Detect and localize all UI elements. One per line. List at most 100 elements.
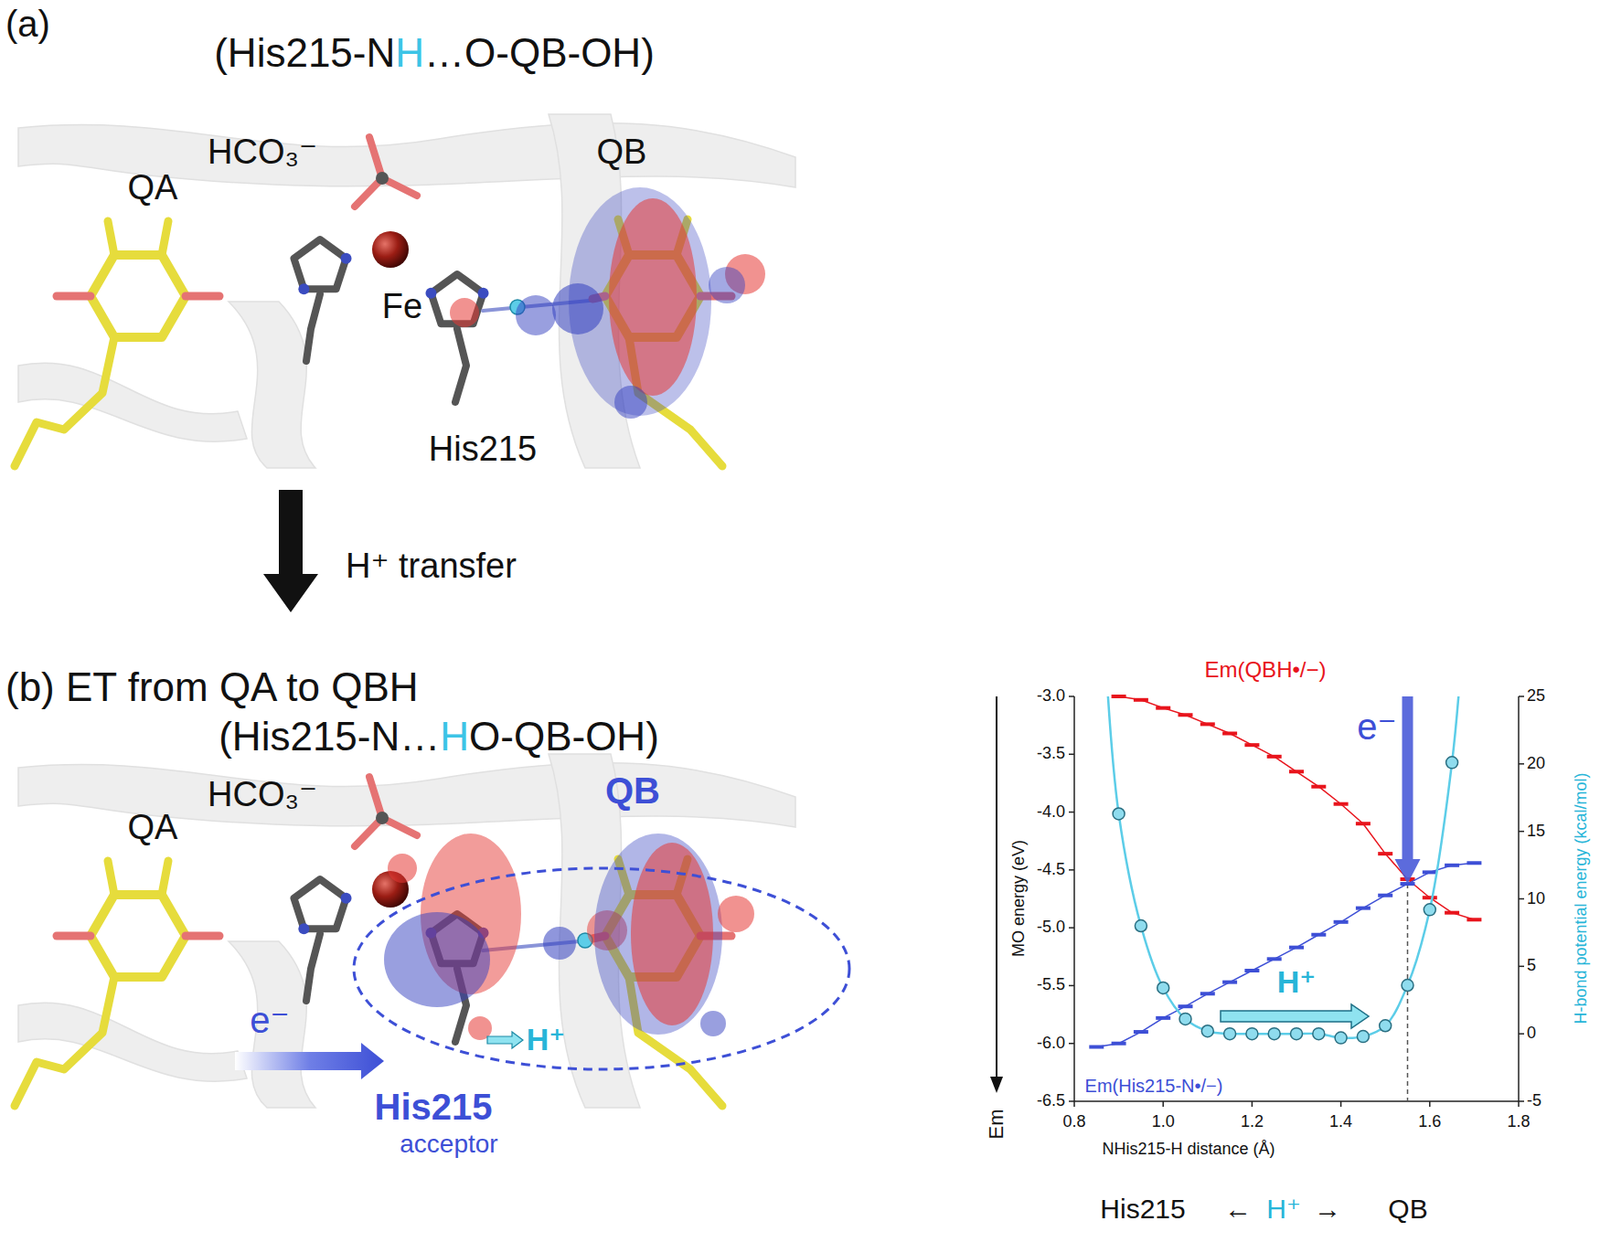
label-group: NHis215-H distance (Å) xyxy=(1101,1141,1275,1160)
label-group: 25 xyxy=(1526,687,1546,706)
data-point xyxy=(1334,1032,1347,1045)
methyl-bond xyxy=(107,861,115,896)
label-text: QA xyxy=(128,168,179,207)
orbital-level xyxy=(1333,920,1349,925)
data-point xyxy=(1446,757,1459,769)
label-group: -5.0 xyxy=(1036,918,1066,938)
orbital-level xyxy=(1222,732,1238,736)
data-point xyxy=(1312,1028,1325,1041)
orbital-level xyxy=(1267,755,1282,759)
tick-mark xyxy=(1073,1101,1076,1108)
tick-mark xyxy=(1068,869,1075,872)
label-group: -5.5 xyxy=(1036,977,1066,996)
data-point xyxy=(1401,980,1414,992)
histidine-ring xyxy=(293,239,346,289)
label-text: 1.6 xyxy=(1418,1112,1441,1131)
tick-mark xyxy=(1517,1101,1520,1108)
orbital-level xyxy=(1422,896,1438,900)
label-group: 10 xyxy=(1526,890,1546,909)
label-group: 15 xyxy=(1526,822,1546,842)
crossing-line xyxy=(1407,884,1409,1102)
iron-atom xyxy=(372,231,409,268)
orbital-level xyxy=(1289,769,1304,774)
orbital-level xyxy=(1311,933,1326,938)
protein-ribbon xyxy=(228,941,316,1109)
proton-transfer-arrow xyxy=(487,1032,523,1049)
label-group: (His215-N…HO-QB-OH) xyxy=(218,714,660,759)
potential-axis-arrow xyxy=(995,696,998,1079)
label-group: 1.4 xyxy=(1329,1113,1353,1132)
data-point xyxy=(1224,1028,1237,1041)
label-group: QA xyxy=(128,809,179,848)
tick-mark xyxy=(1251,1101,1254,1108)
x-axis xyxy=(1074,1100,1519,1103)
node-text: acceptor xyxy=(399,1130,498,1160)
isoprenoid-tail xyxy=(14,977,115,1107)
tick-mark xyxy=(1068,754,1075,757)
label-group: -3.5 xyxy=(1036,745,1066,764)
data-point xyxy=(1268,1028,1280,1041)
orbital-level xyxy=(1244,969,1259,973)
energy-chart xyxy=(990,656,1525,1108)
label-text: 1.0 xyxy=(1152,1112,1175,1131)
tick-mark xyxy=(1068,927,1075,929)
tick-mark xyxy=(1068,811,1075,814)
label-group: 0.8 xyxy=(1062,1113,1086,1132)
orbital-level xyxy=(1444,864,1460,868)
data-point xyxy=(1112,808,1125,821)
label-text: 25 xyxy=(1526,686,1546,705)
electron-arrow xyxy=(1395,696,1421,885)
data-point xyxy=(1157,981,1170,994)
molecular-orbital-lobe xyxy=(630,842,714,1026)
red-series-line xyxy=(1119,696,1475,920)
panel-b-structure xyxy=(14,754,796,1109)
label-text: → xyxy=(1313,1194,1342,1225)
orbital-level xyxy=(1444,911,1460,916)
label-text: e⁻ xyxy=(249,1000,289,1041)
orbital-level xyxy=(1155,706,1171,711)
panel-a-structure xyxy=(14,114,796,469)
label-group: ← xyxy=(1224,1194,1252,1225)
label-text: 1.2 xyxy=(1240,1112,1264,1131)
label-text: His215 xyxy=(1099,1194,1185,1225)
molecular-orbital-lobe xyxy=(717,896,755,933)
molecular-orbital-lobe xyxy=(515,295,556,336)
label-text: -6.5 xyxy=(1036,1091,1066,1110)
bicarbonate-carbon xyxy=(375,811,389,825)
arrow-head xyxy=(990,1077,1003,1094)
label-group: 1.8 xyxy=(1506,1113,1530,1132)
label-text: Em(QBH•/−) xyxy=(1204,657,1326,683)
data-point xyxy=(1201,1025,1214,1038)
label-group: -3.0 xyxy=(1036,687,1066,706)
methyl-bond xyxy=(161,221,169,256)
orbital-level xyxy=(1178,713,1194,717)
histidine-ring xyxy=(293,879,346,929)
methyl-bond xyxy=(107,221,115,256)
quinone-qa-ring xyxy=(90,255,186,338)
orbital-level xyxy=(1377,894,1393,898)
ellipse-outline xyxy=(352,866,852,1072)
data-point xyxy=(1379,1020,1392,1033)
orbital-level xyxy=(1222,981,1238,985)
orbital-level xyxy=(1422,870,1438,875)
nitrogen-atom xyxy=(341,893,352,905)
label-text: QB xyxy=(597,132,648,171)
label-group: QB xyxy=(597,133,648,172)
label-text: H-bond potential energy (kcal/mol) xyxy=(1571,772,1590,1024)
orbital-level xyxy=(1377,852,1393,856)
tick-mark xyxy=(1068,1100,1075,1103)
protein-ribbon xyxy=(228,301,316,469)
orbital-level xyxy=(1289,946,1304,950)
molecular-orbital-lobe xyxy=(387,853,417,884)
tick-mark xyxy=(1518,1033,1525,1035)
label-group: H⁺ transfer xyxy=(345,547,517,587)
label-group: MO energy (eV) xyxy=(1010,840,1029,958)
label-text: (a) xyxy=(5,3,51,44)
label-text: MO energy (eV) xyxy=(1009,840,1028,958)
label-group: H⁺ xyxy=(526,1023,566,1057)
molecular-orbital-lobe xyxy=(608,198,697,396)
label-group: Fe xyxy=(382,288,423,327)
label-group: (a) xyxy=(5,3,51,44)
